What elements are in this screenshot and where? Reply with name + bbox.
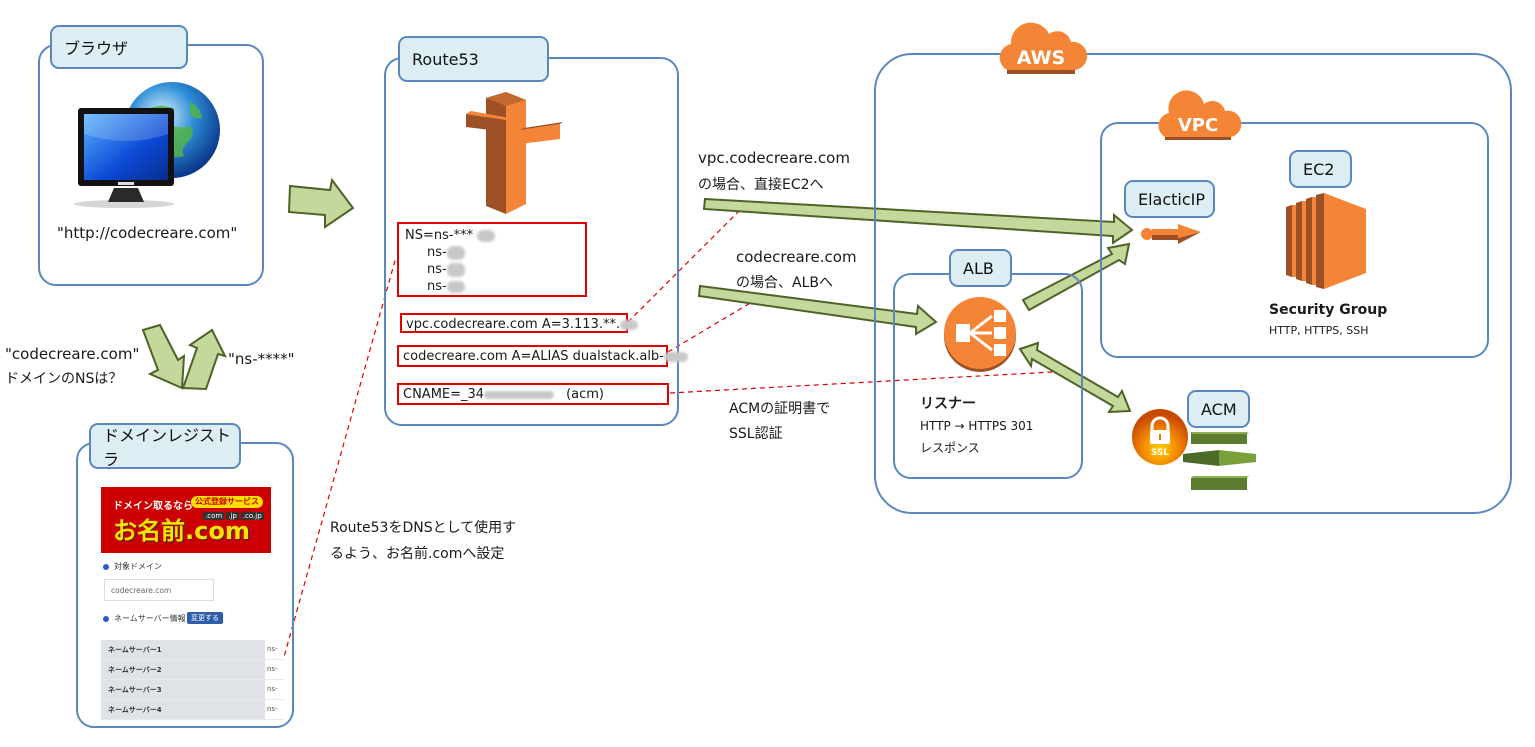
ssl-label: SSL — [1151, 448, 1170, 458]
security-group-rules: HTTP, HTTPS, SSH — [1269, 324, 1369, 337]
computer-globe-icon — [72, 82, 222, 212]
onamae-tlds: .com.jp.co.jp — [203, 512, 266, 520]
route-alb-line2: の場合、ALBへ — [736, 275, 833, 291]
arrow-answer-up — [181, 328, 227, 391]
onamae-banner: ドメイン取るなら 公式登録サービス .com.jp.co.jp お名前.com — [101, 487, 271, 553]
onamae-tagline: ドメイン取るなら — [113, 501, 193, 512]
table-row: ネームサーバー3 ns- — [101, 680, 284, 700]
ec2-title-text: EC2 — [1303, 159, 1335, 179]
load-balancer-icon — [942, 296, 1018, 372]
aws-label: AWS — [1017, 47, 1066, 69]
query-answer: "ns-****" — [228, 350, 295, 368]
arrow-query-down — [141, 323, 186, 390]
dashed-link-alias-record — [667, 301, 753, 353]
nameserver-value[interactable]: ns- — [265, 640, 284, 659]
registrar-note-line1: Route53をDNSとして使用す — [330, 520, 517, 536]
route-alb-line1: codecreare.com — [736, 248, 857, 266]
alb-title-text: ALB — [963, 258, 994, 278]
vpc-label: VPC — [1178, 115, 1218, 136]
elastic-ip-icon — [1140, 222, 1202, 246]
dashed-link-cname-record — [669, 371, 1053, 394]
nameserver-table: ネームサーバー1 ns- ネームサーバー2 ns- ネームサーバー3 ns- ネ… — [101, 640, 284, 720]
bullet-icon — [103, 563, 109, 570]
change-nameserver-button[interactable]: 変更する — [187, 612, 223, 624]
dashed-link-registrar-route53 — [281, 256, 397, 665]
tld-cojp: .co.jp — [240, 512, 264, 520]
tld-jp: .jp — [226, 512, 239, 520]
nameserver-value[interactable]: ns- — [265, 700, 284, 719]
a-record-alias: codecreare.com A=ALIAS dualstack.alb- — [397, 345, 688, 367]
listener-rule: HTTP → HTTPS 301 — [920, 419, 1034, 433]
target-domain-label: 対象ドメイン — [103, 561, 162, 572]
onamae-brand: お名前.com — [113, 517, 250, 545]
route53-title-text: Route53 — [412, 49, 479, 69]
ec2-title: EC2 — [1289, 150, 1352, 188]
a-record-vpc: vpc.codecreare.com A=3.113.**. — [400, 313, 639, 333]
cname-record-prefix: CNAME=_34 — [403, 387, 485, 402]
acm-icon — [1183, 432, 1257, 492]
browser-title: ブラウザ — [50, 25, 188, 69]
route-acm-line1: ACMの証明書で — [729, 401, 831, 417]
target-domain-label-text: 対象ドメイン — [114, 562, 162, 571]
ns-record-2: ns- — [405, 244, 579, 261]
ec2-icon — [1286, 193, 1368, 289]
ns-record-1: NS=ns-*** — [405, 227, 579, 244]
arrow-alb-acm-bidirectional — [1018, 341, 1132, 414]
table-row: ネームサーバー4 ns- — [101, 700, 284, 720]
registrar-note-line2: るよう、お名前.comへ設定 — [330, 546, 505, 562]
aws-group — [874, 53, 1512, 514]
nameserver-label: ネームサーバー2 — [101, 660, 265, 679]
browser-title-text: ブラウザ — [64, 39, 129, 58]
acm-title: ACM — [1187, 390, 1250, 428]
nameserver-value[interactable]: ns- — [265, 680, 284, 699]
route53-icon — [466, 92, 566, 214]
table-row: ネームサーバー2 ns- — [101, 660, 284, 680]
ssl-certificate-icon: SSL — [1130, 407, 1190, 467]
browser-url: "http://codecreare.com" — [57, 224, 238, 242]
nameserver-label: ネームサーバー4 — [101, 700, 265, 719]
route-acm-line2: SSL認証 — [729, 426, 783, 442]
listener-response: レスポンス — [920, 441, 980, 455]
a-record-vpc-text: vpc.codecreare.com A=3.113.**. — [406, 317, 621, 332]
registrar-title-text: ドメインレジストラ — [103, 426, 232, 469]
bullet-icon — [103, 615, 109, 622]
target-domain-input[interactable]: codecreare.com — [104, 579, 214, 601]
nameserver-label: ネームサーバー3 — [101, 680, 265, 699]
route53-title: Route53 — [398, 36, 549, 82]
route-vpc-line2: の場合、直接EC2へ — [698, 177, 824, 193]
arrow-browser-to-route53 — [287, 177, 355, 229]
registrar-title: ドメインレジストラ — [89, 423, 241, 469]
route-vpc-line1: vpc.codecreare.com — [698, 149, 850, 167]
nameserver-label: ネームサーバー1 — [101, 640, 265, 659]
a-record-alias-text: codecreare.com A=ALIAS dualstack.alb- — [403, 349, 664, 364]
onamae-badge: 公式登録サービス — [191, 496, 263, 508]
query-question-line2: ドメインのNSは？ — [5, 371, 123, 387]
vpc-cloud-icon: VPC — [1155, 90, 1242, 145]
listener-title: リスナー — [920, 396, 976, 412]
nameserver-info-label-text: ネームサーバー情報 — [114, 614, 186, 623]
cname-record-suffix: (acm) — [566, 387, 604, 402]
cname-record-acm: CNAME=_34 (acm) — [397, 383, 669, 405]
arrow-route53-to-alb — [697, 284, 938, 336]
elasticip-title: ElacticIP — [1124, 180, 1215, 218]
alb-title: ALB — [949, 249, 1012, 287]
tld-com: .com — [203, 512, 225, 520]
aws-cloud-icon: AWS — [995, 22, 1088, 78]
nameserver-value[interactable]: ns- — [265, 660, 284, 679]
table-row: ネームサーバー1 ns- — [101, 640, 284, 660]
security-group-title: Security Group — [1269, 302, 1388, 318]
elasticip-title-text: ElacticIP — [1138, 189, 1206, 209]
ns-record-box: NS=ns-*** ns- ns- ns- — [397, 222, 587, 297]
arrow-route53-to-elasticip — [702, 197, 1134, 245]
nameserver-info-label: ネームサーバー情報 — [103, 613, 186, 624]
ns-record-3: ns- — [405, 261, 579, 278]
query-question-line1: "codecreare.com" — [5, 345, 140, 363]
vpc-group — [1100, 122, 1489, 358]
acm-title-text: ACM — [1201, 399, 1237, 419]
ns-record-4: ns- — [405, 278, 579, 295]
